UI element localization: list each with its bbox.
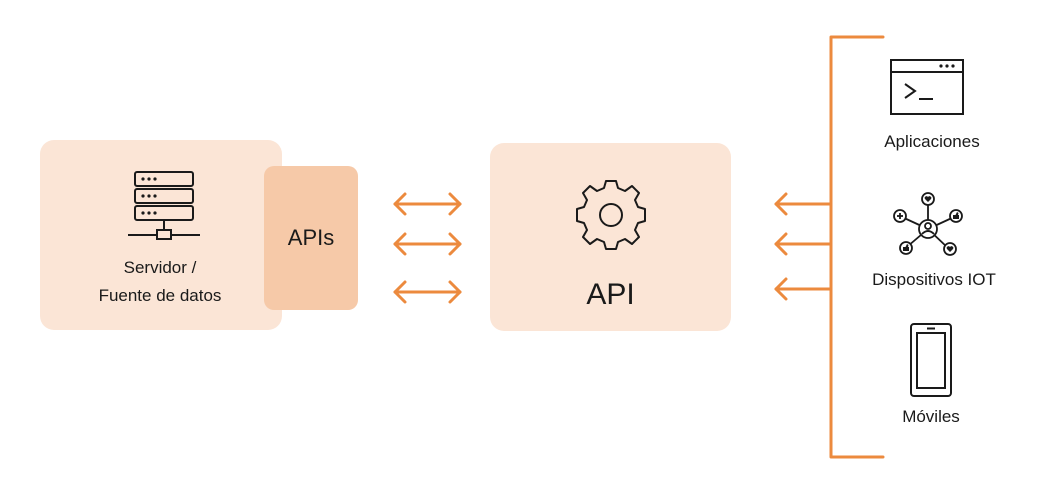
double-arrow-1 [393, 192, 462, 216]
client-label-mobile: Móviles [902, 407, 960, 426]
apis-label: APIs [287, 225, 335, 250]
iot-network-icon [893, 192, 963, 256]
smartphone-icon [910, 323, 952, 397]
client-label-apps: Aplicaciones [884, 132, 980, 151]
gear-icon [576, 180, 646, 250]
double-arrow-2 [393, 232, 462, 256]
server-label-line2: Fuente de datos [98, 286, 222, 305]
client-bracket [829, 35, 885, 459]
arrow-from-iot [774, 232, 833, 256]
server-label-line1: Servidor / [123, 258, 197, 277]
api-label: API [586, 278, 635, 311]
double-arrow-3 [393, 280, 462, 304]
server-label: Servidor / Fuente de datos [60, 254, 260, 310]
arrow-from-apps [774, 192, 833, 216]
apis-box: APIs [264, 166, 358, 310]
terminal-window-icon [890, 59, 964, 115]
arrow-from-mobile [774, 277, 833, 301]
server-icon [128, 171, 200, 240]
client-label-iot: Dispositivos IOT [872, 270, 996, 289]
api-panel [490, 143, 731, 331]
